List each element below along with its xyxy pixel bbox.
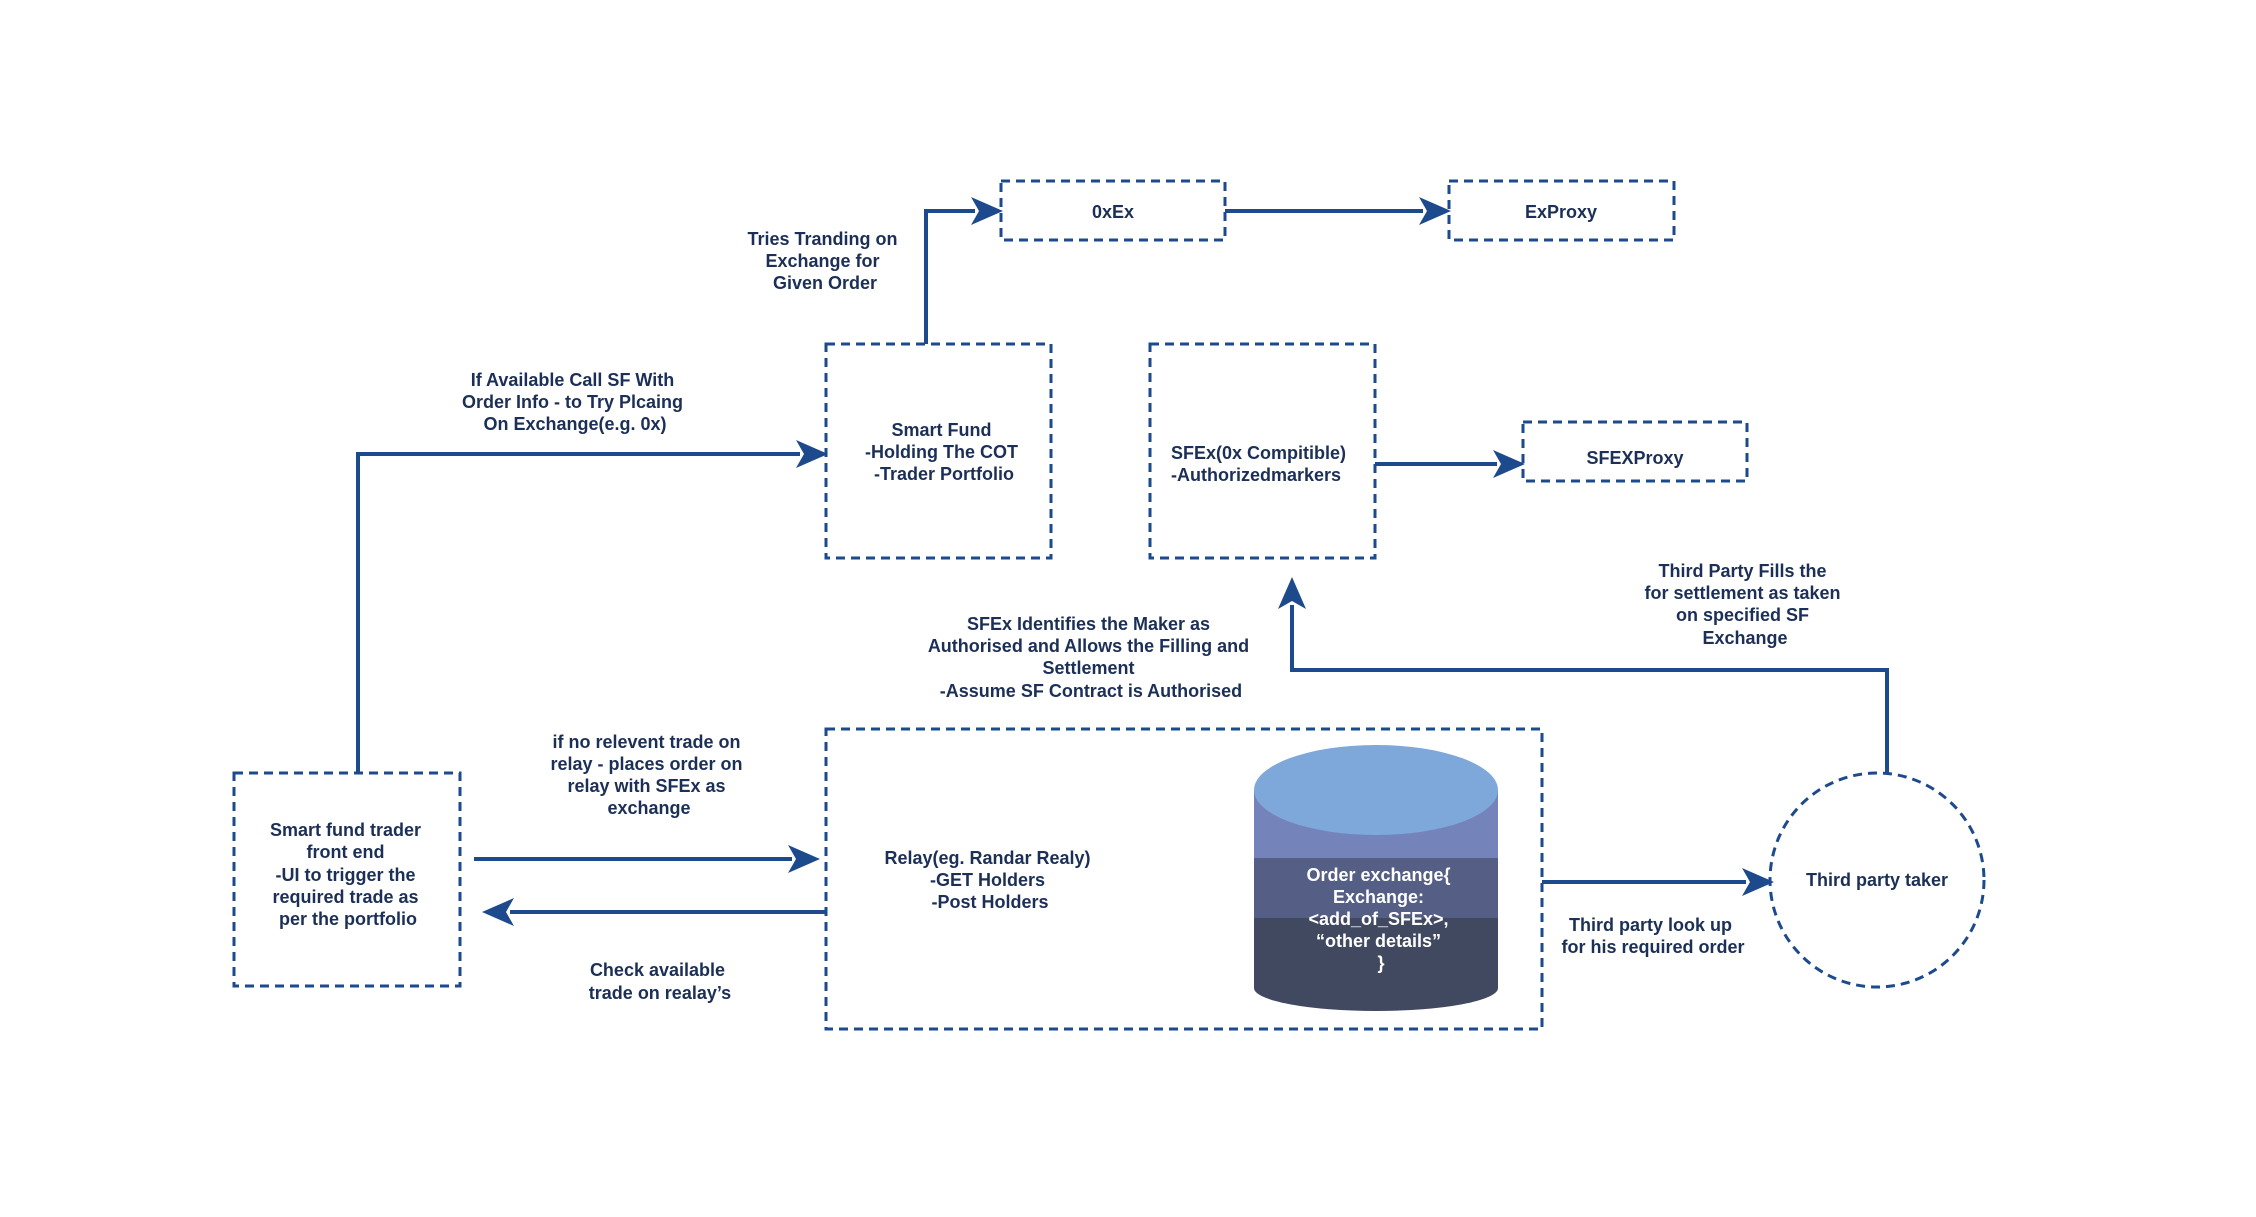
edge-frontend-to-smart-fund [356,452,800,773]
arrowhead-sfex [1278,577,1306,609]
relay-box [824,727,1544,1031]
if-available-label: If Available Call SF With Order Info - t… [462,370,688,434]
third-party-taker-node [1768,771,1986,989]
sfex-identifies-label: SFEx Identifies the Maker as Authorised … [928,614,1254,701]
edge-smart-fund-to-0xex [924,209,975,344]
ox-ex-box [999,179,1227,242]
ox-ex-label: 0xEx [1092,202,1134,222]
front-end-label: Smart fund trader front end -UI to trigg… [270,820,426,929]
order-exchange-database [1254,745,1498,1011]
relay-label: Relay(eg. Randar Realy) -GET Holders -Po… [884,848,1095,912]
arrowhead-relay [788,845,820,873]
arrowhead-smart-fund [796,440,828,468]
cylinder-band-bottom [1254,918,1498,1011]
check-available-label: Check available trade on realay’s [589,960,731,1003]
third-party-fills-label: Third Party Fills the for settlement as … [1644,561,1845,648]
if-no-relevant-label: if no relevent trade on relay - places o… [550,732,747,818]
sfex-label: SFEx(0x Compitible) -Authorizedmarkers [1171,443,1351,485]
ex-proxy-box [1447,179,1676,242]
ex-proxy-label: ExProxy [1525,202,1597,222]
arrowhead-0xex [971,197,1003,225]
arrowhead-third-party [1742,868,1774,896]
third-party-taker-label: Third party taker [1806,870,1948,890]
sfex-proxy-label: SFEXProxy [1586,448,1683,468]
edge-third-party-to-sfex [1290,605,1889,773]
tries-trading-label: Tries Tranding on Exchange for Given Ord… [747,229,902,293]
third-party-lookup-label: Third party look up for his required ord… [1561,915,1744,957]
smart-fund-box [824,342,1053,560]
smart-fund-label: Smart Fund -Holding The COT -Trader Port… [865,420,1023,484]
arrowhead-frontend [482,898,514,926]
sfex-box [1148,342,1377,560]
arrowhead-sfexproxy [1493,450,1525,478]
front-end-box [232,771,462,988]
sfex-proxy-box [1521,420,1749,483]
order-exchange-label: Order exchange{ Exchange: <add_of_SFEx>,… [1306,865,1455,973]
arrowhead-exproxy [1419,197,1451,225]
cylinder-band-mid [1254,858,1498,918]
cylinder-top [1254,745,1498,835]
